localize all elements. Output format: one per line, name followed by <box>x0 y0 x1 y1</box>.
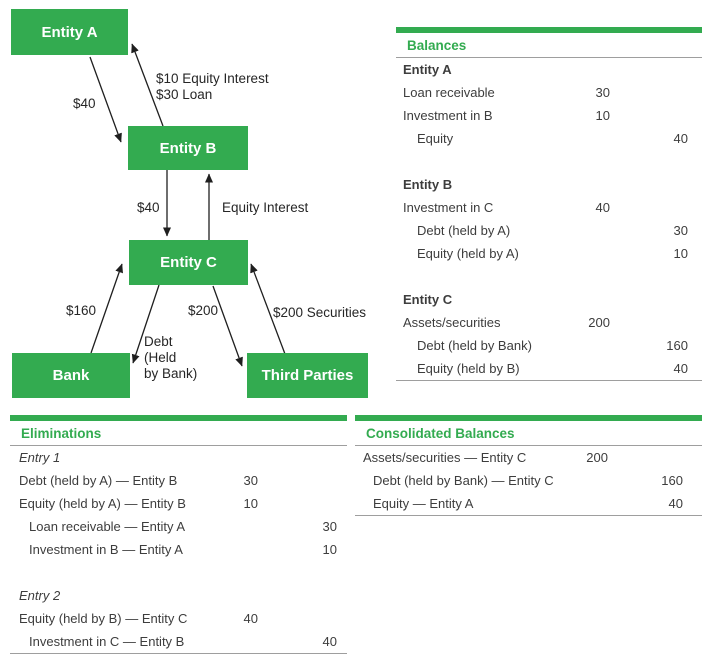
table-row: Equity (held by B) — Entity C 40 <box>10 607 347 630</box>
row-label: Loan receivable <box>403 85 495 100</box>
row-label: Equity (held by A) — Entity B <box>19 496 186 511</box>
table-row-blank <box>396 265 702 288</box>
consolidated-title: Consolidated Balances <box>355 421 702 446</box>
table-row: Assets/securities 200 <box>396 311 702 334</box>
table-row: Entity B <box>396 173 702 196</box>
table-row: Investment in C — Entity B 40 <box>10 630 347 653</box>
row-label: Equity <box>417 131 454 146</box>
row-label: Equity (held by B) <box>417 361 520 376</box>
table-row: Equity (held by A) — Entity B 10 <box>10 492 347 515</box>
table-row: Equity (held by A) 10 <box>396 242 702 265</box>
table-row: Investment in C 40 <box>396 196 702 219</box>
table-row: Investment in B 10 <box>396 104 702 127</box>
table-row: Loan receivable 30 <box>396 81 702 104</box>
panel-accent-bar <box>10 415 347 421</box>
table-row: Entry 1 <box>10 446 347 469</box>
node-entity-b: Entity B <box>128 126 248 170</box>
balances-panel: Balances Entity A Loan receivable 30 Inve… <box>396 27 702 381</box>
credit-value: 10 <box>322 542 337 557</box>
table-row: Equity — Entity A 40 <box>355 492 702 515</box>
panel-accent-bar <box>355 415 702 421</box>
table-row: Investment in B — Entity A 10 <box>10 538 347 561</box>
label-b-to-a-line2: $30 Loan <box>156 87 213 102</box>
debit-value: 10 <box>243 496 258 511</box>
row-label: Loan receivable — Entity A <box>29 519 186 534</box>
row-label: Investment in B <box>403 108 493 123</box>
arrows-layer <box>89 43 286 367</box>
debit-value: 30 <box>595 85 610 100</box>
row-label: Investment in B — Entity A <box>29 542 183 557</box>
node-entity-a: Entity A <box>11 9 128 55</box>
debit-value: 30 <box>243 473 258 488</box>
table-row: Debt (held by A) 30 <box>396 219 702 242</box>
balances-rows: Entity A Loan receivable 30 Investment in… <box>396 58 702 381</box>
credit-value: 40 <box>673 361 688 376</box>
table-row: Equity 40 <box>396 127 702 150</box>
table-row-blank <box>10 561 347 584</box>
eliminations-rows: Entry 1 Debt (held by A) — Entity B 30 Eq… <box>10 446 347 654</box>
row-label: Entity C <box>403 292 453 307</box>
row-label: Investment in C <box>403 200 494 215</box>
label-c-to-b-equity: Equity Interest <box>222 200 309 215</box>
table-row: Equity (held by B) 40 <box>396 357 702 380</box>
row-label: Entity B <box>403 177 453 192</box>
table-row: Entry 2 <box>10 584 347 607</box>
credit-value: 40 <box>322 634 337 649</box>
debit-value: 40 <box>243 611 258 626</box>
row-label: Assets/securities <box>403 315 501 330</box>
label-b-to-c-amount: $40 <box>137 200 160 215</box>
credit-value: 30 <box>322 519 337 534</box>
row-label: Equity — Entity A <box>373 496 474 511</box>
label-c-to-bank-line2: (Held <box>144 350 177 365</box>
label-c-to-bank-line1: Debt <box>144 334 173 349</box>
row-label: Assets/securities — Entity C <box>363 450 527 465</box>
debit-value: 200 <box>588 315 610 330</box>
label-c-to-third-amount: $200 <box>188 303 219 318</box>
row-label: Equity (held by A) <box>417 246 519 261</box>
row-label: Debt (held by Bank) <box>417 338 532 353</box>
credit-value: 40 <box>668 496 683 511</box>
table-row: Debt (held by A) — Entity B 30 <box>10 469 347 492</box>
debit-value: 200 <box>586 450 608 465</box>
debit-value: 10 <box>595 108 610 123</box>
row-label: Investment in C — Entity B <box>29 634 185 649</box>
credit-value: 30 <box>673 223 688 238</box>
credit-value: 10 <box>673 246 688 261</box>
label-b-to-a-line1: $10 Equity Interest <box>156 71 269 86</box>
arrow-c-to-third-parties <box>212 285 243 367</box>
eliminations-panel: Eliminations Entry 1 Debt (held by A) — … <box>10 415 347 654</box>
table-row: Entity A <box>396 58 702 81</box>
row-label: Debt (held by A) <box>417 223 511 238</box>
consolidated-balances-panel: Consolidated Balances Assets/securities … <box>355 415 702 516</box>
table-row: Entity C <box>396 288 702 311</box>
label-third-to-c-securities: $200 Securities <box>273 305 367 320</box>
row-label: Entity A <box>403 62 452 77</box>
eliminations-title: Eliminations <box>10 421 347 446</box>
node-bank: Bank <box>12 353 130 398</box>
table-row: Debt (held by Bank) — Entity C 160 <box>355 469 702 492</box>
credit-value: 160 <box>666 338 688 353</box>
label-bank-to-c-amount: $160 <box>66 303 97 318</box>
debit-value: 40 <box>595 200 610 215</box>
row-label: Entry 2 <box>19 588 61 603</box>
table-row-blank <box>396 150 702 173</box>
table-row: Assets/securities — Entity C 200 <box>355 446 702 469</box>
credit-value: 40 <box>673 131 688 146</box>
node-entity-c: Entity C <box>129 240 248 285</box>
label-a-to-b-amount: $40 <box>73 96 96 111</box>
node-third-parties: Third Parties <box>247 353 368 398</box>
consolidated-rows: Assets/securities — Entity C 200 Debt (he… <box>355 446 702 516</box>
table-row: Loan receivable — Entity A 30 <box>10 515 347 538</box>
label-c-to-bank-line3: by Bank) <box>144 366 198 381</box>
row-label: Debt (held by Bank) — Entity C <box>373 473 554 488</box>
balances-title: Balances <box>396 33 702 58</box>
row-label: Entry 1 <box>19 450 61 465</box>
table-row: Debt (held by Bank) 160 <box>396 334 702 357</box>
panel-accent-bar <box>396 27 702 33</box>
row-label: Debt (held by A) — Entity B <box>19 473 178 488</box>
row-label: Equity (held by B) — Entity C <box>19 611 188 626</box>
credit-value: 160 <box>661 473 683 488</box>
